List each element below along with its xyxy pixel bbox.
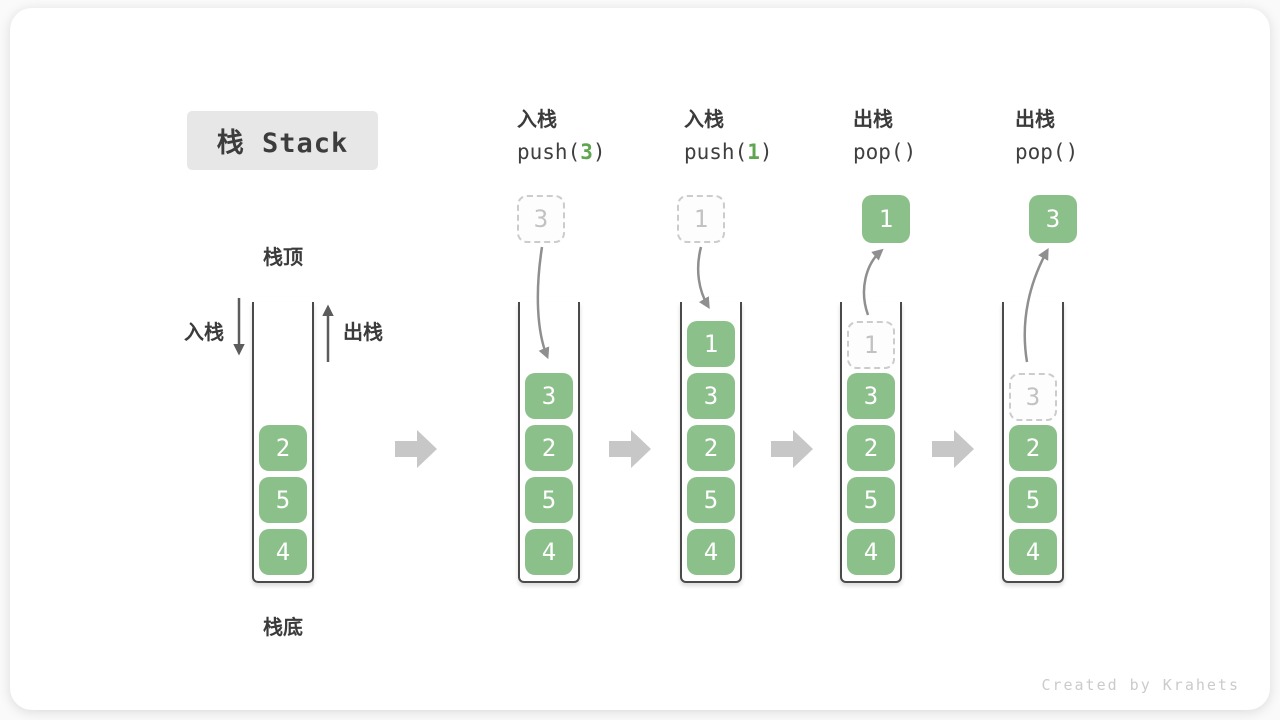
stack-block: 2 <box>525 425 573 471</box>
code-pre: pop( <box>853 140 904 164</box>
watermark: Created by Krahets <box>1041 676 1240 694</box>
stack-block: 2 <box>687 425 735 471</box>
code-post: ) <box>903 140 917 164</box>
stack-block: 4 <box>259 529 307 575</box>
title-badge: 栈 Stack <box>187 111 378 170</box>
stack-block: 2 <box>1009 425 1057 471</box>
stack-block: 3 <box>687 373 735 419</box>
operation-label-push-1: 入栈 push(1) <box>684 106 834 164</box>
operation-code: pop() <box>853 140 1003 164</box>
operation-label-pop-1: 出栈 pop() <box>853 106 1003 164</box>
code-arg: 3 <box>580 140 593 164</box>
stack-block: 5 <box>259 477 307 523</box>
operation-label-push-3: 入栈 push(3) <box>517 106 667 164</box>
popped-block-3: 3 <box>1029 195 1077 243</box>
stack-block: 4 <box>847 529 895 575</box>
stack-block: 3 <box>525 373 573 419</box>
stack-block: 5 <box>687 477 735 523</box>
stack-block: 2 <box>847 425 895 471</box>
operation-code: push(3) <box>517 140 667 164</box>
pop-direction-label: 出栈 <box>343 320 383 344</box>
code-pre: pop( <box>1015 140 1066 164</box>
operation-code: pop() <box>1015 140 1165 164</box>
stack-block: 3 <box>847 373 895 419</box>
ghost-slot-3: 3 <box>1009 373 1057 421</box>
operation-code: push(1) <box>684 140 834 164</box>
stack-block: 5 <box>1009 477 1057 523</box>
incoming-block-1: 1 <box>677 195 725 243</box>
code-arg: 1 <box>747 140 760 164</box>
code-pre: push( <box>517 140 581 164</box>
operation-name: 入栈 <box>684 107 724 131</box>
operation-name: 出栈 <box>853 107 893 131</box>
stack-block: 5 <box>847 477 895 523</box>
ghost-slot-1: 1 <box>847 321 895 369</box>
push-direction-label: 入栈 <box>184 320 224 344</box>
stack-block: 4 <box>687 529 735 575</box>
code-post: ) <box>759 140 773 164</box>
operation-label-pop-2: 出栈 pop() <box>1015 106 1165 164</box>
stack-block: 5 <box>525 477 573 523</box>
code-post: ) <box>1065 140 1079 164</box>
stack-block: 2 <box>259 425 307 471</box>
operation-name: 出栈 <box>1015 107 1055 131</box>
stack-block: 4 <box>1009 529 1057 575</box>
stack-block: 1 <box>687 321 735 367</box>
operation-name: 入栈 <box>517 107 557 131</box>
code-post: ) <box>592 140 606 164</box>
stack-top-label: 栈顶 <box>263 245 303 269</box>
code-pre: push( <box>684 140 748 164</box>
stack-bottom-label: 栈底 <box>263 615 303 639</box>
stack-block: 4 <box>525 529 573 575</box>
incoming-block-3: 3 <box>517 195 565 243</box>
popped-block-1: 1 <box>862 195 910 243</box>
